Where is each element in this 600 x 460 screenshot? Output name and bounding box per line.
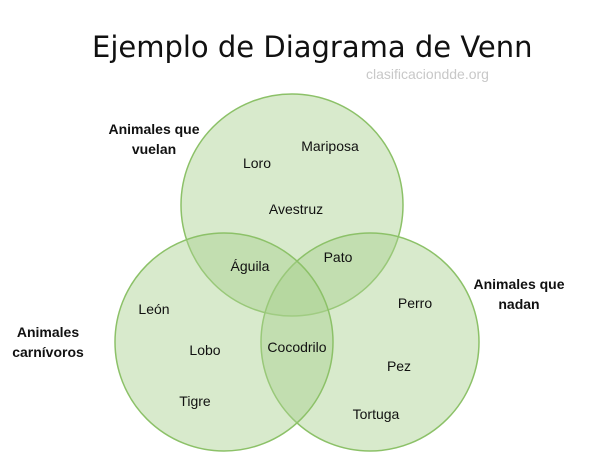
item-leon: León [138, 301, 170, 317]
watermark: clasificaciondde.org [366, 66, 489, 82]
item-tigre: Tigre [179, 393, 211, 409]
item-perro: Perro [397, 295, 433, 311]
diagram-title: Ejemplo de Diagrama de Venn [92, 30, 533, 64]
set-label-flying: Animales que vuelan [99, 119, 209, 159]
item-pez: Pez [386, 358, 412, 374]
circle-flying [180, 93, 404, 317]
circle-carnivores [114, 232, 334, 452]
set-label-carnivores: Animales carnívoros [0, 322, 103, 362]
item-avestruz: Avestruz [268, 201, 324, 217]
set-label-flying-line2: vuelan [131, 141, 177, 157]
set-label-swimming-line2: nadan [498, 296, 540, 312]
item-pato: Pato [323, 249, 353, 265]
set-label-carnivores-line2: carnívoros [12, 344, 84, 360]
item-mariposa: Mariposa [301, 138, 359, 154]
item-loro: Loro [242, 155, 272, 171]
set-label-carnivores-line1: Animales [16, 324, 80, 340]
item-cocodrilo: Cocodrilo [267, 339, 327, 355]
set-label-swimming: Animales que nadan [464, 274, 574, 314]
set-label-swimming-line1: Animales que [473, 276, 565, 292]
item-aguila: Águila [230, 258, 270, 274]
set-label-flying-line1: Animales que [108, 121, 200, 137]
item-tortuga: Tortuga [352, 406, 400, 422]
circle-swimming [260, 232, 480, 452]
item-lobo: Lobo [189, 342, 221, 358]
